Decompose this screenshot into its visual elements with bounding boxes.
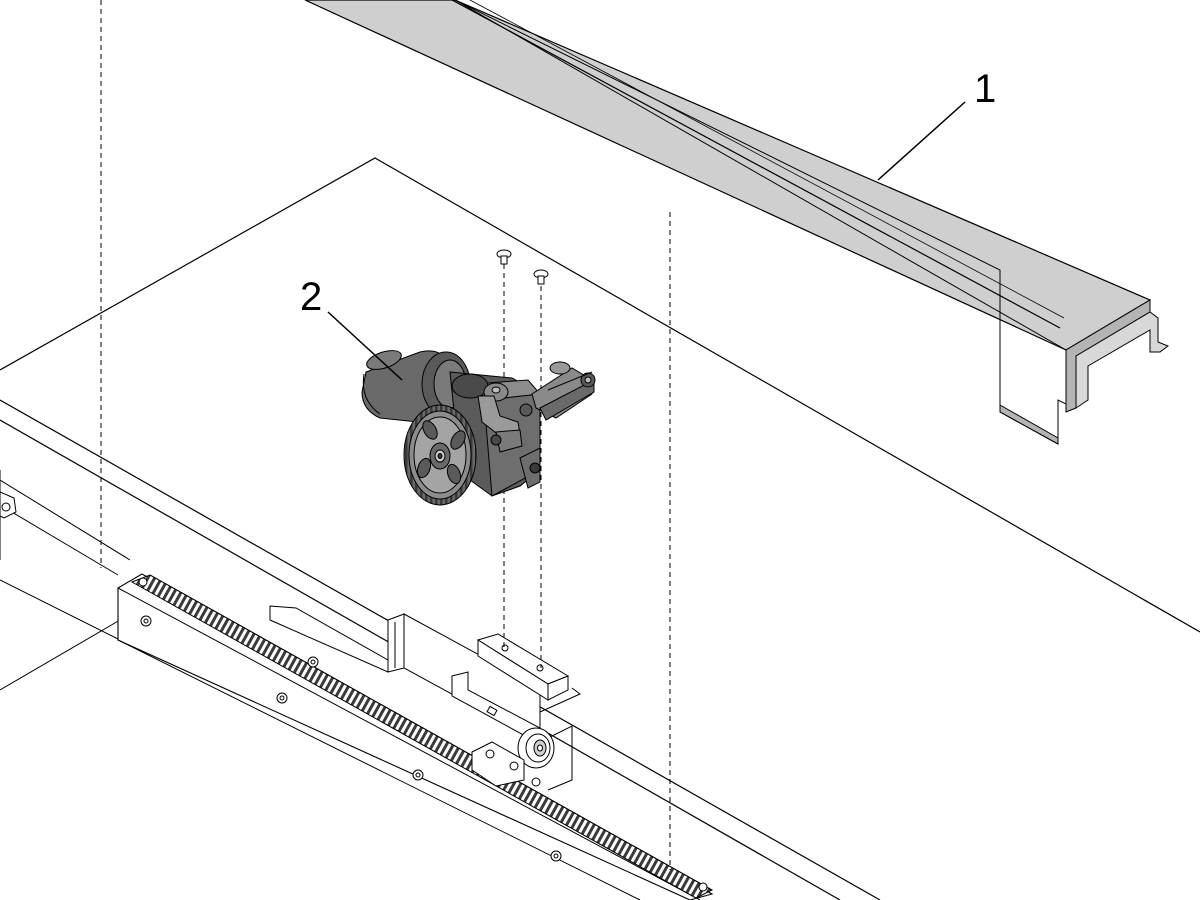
callout-number-2: 2 <box>300 275 322 319</box>
callout-1: 1 <box>877 67 996 181</box>
lower-frame <box>0 470 131 691</box>
callout-number-1: 1 <box>974 67 996 111</box>
callout-2: 2 <box>300 275 403 381</box>
idler-roller <box>517 727 555 769</box>
motor-assembly <box>361 350 596 506</box>
rack-rail <box>117 573 714 900</box>
rail-bolts <box>138 577 708 892</box>
left-roller-bracket <box>0 491 17 519</box>
leader-line-1 <box>877 101 966 181</box>
top-cover <box>304 0 1170 445</box>
screws <box>496 249 549 285</box>
mounting-bracket <box>269 605 581 791</box>
leader-line-2 <box>327 311 403 381</box>
